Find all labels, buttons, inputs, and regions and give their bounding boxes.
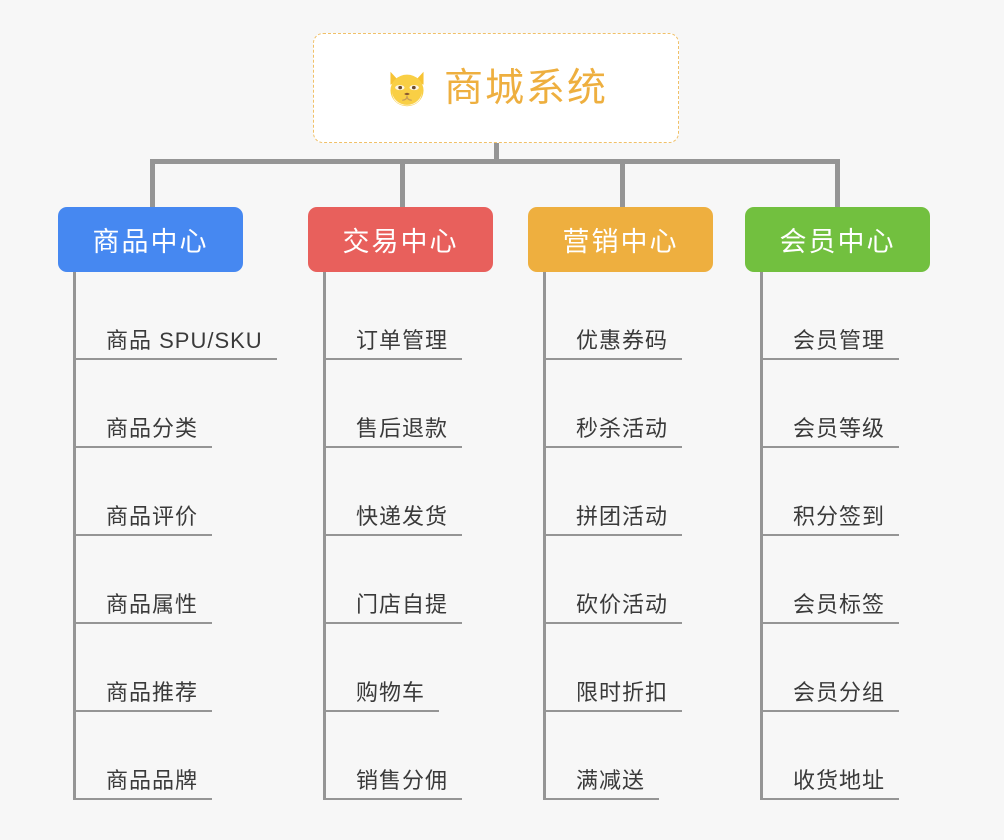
shiba-dog-face-icon <box>390 71 424 108</box>
branch-header-member-center[interactable]: 会员中心 <box>745 207 930 272</box>
leaf-label: 商品 SPU/SKU <box>76 328 277 360</box>
branch-trade-center: 交易中心 订单管理 售后退款 快递发货 门店自提 购物车 销售分佣 <box>308 207 493 800</box>
leaf-label: 门店自提 <box>326 592 463 624</box>
list-item[interactable]: 购物车 <box>326 624 493 712</box>
leaf-label: 限时折扣 <box>546 680 683 712</box>
list-item[interactable]: 砍价活动 <box>546 536 713 624</box>
branch-header-marketing-center[interactable]: 营销中心 <box>528 207 713 272</box>
list-item[interactable]: 商品属性 <box>76 536 277 624</box>
branch-marketing-center: 营销中心 优惠券码 秒杀活动 拼团活动 砍价活动 限时折扣 满减送 <box>528 207 713 800</box>
list-item[interactable]: 秒杀活动 <box>546 360 713 448</box>
connector-drop-3 <box>620 159 625 208</box>
list-item[interactable]: 商品推荐 <box>76 624 277 712</box>
list-item[interactable]: 商品分类 <box>76 360 277 448</box>
connector-drop-1 <box>150 159 155 208</box>
leaf-label: 满减送 <box>546 768 660 800</box>
leaf-label: 快递发货 <box>326 504 463 536</box>
leaf-label: 会员管理 <box>763 328 900 360</box>
list-item[interactable]: 优惠券码 <box>546 272 713 360</box>
branch-header-product-center[interactable]: 商品中心 <box>58 207 243 272</box>
leaf-label: 销售分佣 <box>326 768 463 800</box>
branch-header-trade-center[interactable]: 交易中心 <box>308 207 493 272</box>
connector-drop-2 <box>400 159 405 208</box>
leaf-label: 拼团活动 <box>546 504 683 536</box>
list-item[interactable]: 门店自提 <box>326 536 493 624</box>
connector-drop-4 <box>835 159 840 208</box>
leaf-label: 会员分组 <box>763 680 900 712</box>
list-item[interactable]: 快递发货 <box>326 448 493 536</box>
leaf-list-trade-center: 订单管理 售后退款 快递发货 门店自提 购物车 销售分佣 <box>323 272 493 800</box>
leaf-label: 购物车 <box>326 680 440 712</box>
branch-product-center: 商品中心 商品 SPU/SKU 商品分类 商品评价 商品属性 商品推荐 商品品牌 <box>58 207 277 800</box>
root-node[interactable]: 商城系统 <box>313 33 679 143</box>
leaf-list-product-center: 商品 SPU/SKU 商品分类 商品评价 商品属性 商品推荐 商品品牌 <box>73 272 277 800</box>
leaf-label: 会员等级 <box>763 416 900 448</box>
leaf-label: 砍价活动 <box>546 592 683 624</box>
list-item[interactable]: 订单管理 <box>326 272 493 360</box>
branch-member-center: 会员中心 会员管理 会员等级 积分签到 会员标签 会员分组 收货地址 <box>745 207 930 800</box>
list-item[interactable]: 积分签到 <box>763 448 930 536</box>
list-item[interactable]: 收货地址 <box>763 712 930 800</box>
leaf-label: 秒杀活动 <box>546 416 683 448</box>
list-item[interactable]: 限时折扣 <box>546 624 713 712</box>
list-item[interactable]: 会员分组 <box>763 624 930 712</box>
list-item[interactable]: 会员等级 <box>763 360 930 448</box>
leaf-label: 商品属性 <box>76 592 213 624</box>
leaf-label: 积分签到 <box>763 504 900 536</box>
connector-root-stem <box>494 143 499 163</box>
leaf-label: 订单管理 <box>326 328 463 360</box>
list-item[interactable]: 商品 SPU/SKU <box>76 272 277 360</box>
leaf-label: 商品品牌 <box>76 768 213 800</box>
list-item[interactable]: 商品评价 <box>76 448 277 536</box>
leaf-label: 会员标签 <box>763 592 900 624</box>
list-item[interactable]: 会员管理 <box>763 272 930 360</box>
list-item[interactable]: 商品品牌 <box>76 712 277 800</box>
leaf-label: 收货地址 <box>763 768 900 800</box>
list-item[interactable]: 会员标签 <box>763 536 930 624</box>
list-item[interactable]: 满减送 <box>546 712 713 800</box>
connector-horizontal-bus <box>150 159 840 164</box>
leaf-label: 售后退款 <box>326 416 463 448</box>
list-item[interactable]: 售后退款 <box>326 360 493 448</box>
leaf-list-member-center: 会员管理 会员等级 积分签到 会员标签 会员分组 收货地址 <box>760 272 930 800</box>
leaf-label: 商品评价 <box>76 504 213 536</box>
leaf-label: 优惠券码 <box>546 328 683 360</box>
leaf-list-marketing-center: 优惠券码 秒杀活动 拼团活动 砍价活动 限时折扣 满减送 <box>543 272 713 800</box>
root-title: 商城系统 <box>443 66 608 110</box>
list-item[interactable]: 销售分佣 <box>326 712 493 800</box>
leaf-label: 商品分类 <box>76 416 213 448</box>
leaf-label: 商品推荐 <box>76 680 213 712</box>
list-item[interactable]: 拼团活动 <box>546 448 713 536</box>
